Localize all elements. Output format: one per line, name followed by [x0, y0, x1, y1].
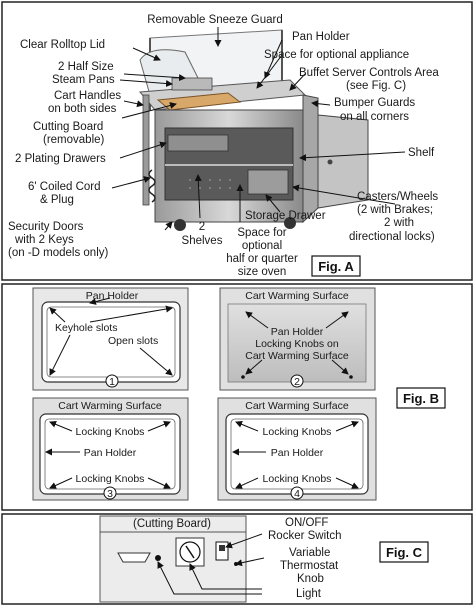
label-half-pans-2: Steam Pans [52, 74, 115, 86]
label-cord-2: & Plug [40, 194, 74, 206]
fig-c-thermo-1: Variable [289, 547, 330, 559]
label-pan-holder: Pan Holder [292, 31, 350, 43]
label-half-pans-1: 2 Half Size [58, 61, 114, 73]
panel-4-title: Cart Warming Surface [245, 400, 349, 412]
fig-c-thermo-3: Knob [297, 573, 324, 585]
label-shelf: Shelf [408, 147, 435, 159]
label-cart-handles-2: on both sides [48, 103, 117, 115]
fig-c-thermo-2: Thermostat [280, 560, 339, 572]
panel-2: Cart Warming Surface Pan Holder Locking … [219, 287, 376, 391]
plating-drawers [167, 134, 229, 152]
panel-1: Pan Holder Keyhole slots Open slots 1 [32, 287, 189, 391]
fig-c: (Cutting Board) ON/OFF Rocker Switch Var… [1, 513, 473, 605]
panel-4-number: 4 [294, 488, 300, 500]
label-oven-2: optional [242, 240, 282, 252]
fig-b: Pan Holder Keyhole slots Open slots 1 Ca… [1, 283, 473, 511]
label-buffet-controls-2: (see Fig. C) [346, 80, 406, 92]
label-bumper-2: on all corners [340, 111, 409, 123]
fig-b-tag: Fig. B [403, 391, 439, 406]
coiled-cord [148, 169, 156, 203]
label-cord-1: 6' Coiled Cord [28, 181, 101, 193]
label-cutting-board-2: (removable) [43, 134, 105, 146]
panel-1-number-circle [105, 374, 119, 388]
label-storage-drawer: Storage Drawer [245, 210, 326, 222]
caster-wheel [284, 217, 296, 229]
fig-a-tag-box [311, 255, 361, 277]
panel-4: Cart Warming Surface Locking Knobs Pan H… [217, 397, 377, 501]
fig-c-tag-box [379, 541, 429, 563]
label-space-appliance: Space for optional appliance [264, 49, 409, 61]
label-bumper-1: Bumper Guards [334, 97, 415, 109]
label-casters-1: Casters/Wheels [357, 191, 438, 203]
label-shelves-2: Shelves [182, 235, 223, 247]
label-oven-3: half or quarter [226, 253, 298, 265]
label-casters-2: (2 with Brakes; [357, 204, 433, 216]
fig-c-light: Light [296, 588, 322, 600]
label-buffet-controls-1: Buffet Server Controls Area [299, 67, 439, 79]
label-security-1: Security Doors [8, 221, 84, 233]
label-security-3: (on -D models only) [8, 247, 109, 259]
panel-4-pan-holder: Pan Holder [271, 447, 324, 459]
panel-3-title: Cart Warming Surface [58, 400, 162, 412]
panel-2-line2: Locking Knobs on [255, 338, 339, 350]
fig-c-tag: Fig. C [386, 545, 423, 560]
panel-2-title: Cart Warming Surface [245, 290, 349, 302]
label-casters-3: 2 with [384, 217, 414, 229]
panel-3-number: 3 [107, 488, 113, 500]
panel-3-knobs-bottom: Locking Knobs [76, 473, 145, 485]
panel-1-pan-holder: Pan Holder [86, 290, 139, 302]
label-sneeze-guard: Removable Sneeze Guard [147, 14, 283, 26]
panel-3-number-circle [103, 486, 117, 500]
storage-drawer [247, 169, 289, 195]
panel-3: Cart Warming Surface Locking Knobs Pan H… [32, 397, 189, 501]
fig-a: Removable Sneeze Guard Clear Rolltop Lid… [1, 1, 473, 281]
label-shelves-1: 2 [199, 221, 205, 233]
fig-a-tag: Fig. A [318, 259, 354, 274]
panel-1-number: 1 [109, 376, 115, 388]
panel-2-line1: Pan Holder [271, 326, 324, 338]
label-oven-1: Space for [237, 227, 286, 239]
label-oven-4: size oven [238, 266, 287, 278]
label-cutting-board-1: Cutting Board [33, 121, 103, 133]
fig-c-cutting-board: (Cutting Board) [133, 518, 211, 530]
label-security-2: with 2 Keys [14, 234, 74, 246]
label-casters-4: directional locks) [349, 231, 435, 243]
label-rolltop-lid: Clear Rolltop Lid [20, 39, 105, 51]
steam-pans [171, 77, 213, 91]
panel-4-knobs-top: Locking Knobs [263, 426, 332, 438]
panel-3-pan-holder: Pan Holder [84, 447, 137, 459]
panel-1-open: Open slots [108, 335, 158, 347]
light-indicator [155, 555, 161, 561]
panel-2-number-circle [290, 374, 304, 388]
fig-c-switch-1: ON/OFF [285, 517, 328, 529]
light-housing [117, 552, 151, 563]
caster-wheel [174, 219, 186, 231]
panel-4-knobs-bottom: Locking Knobs [263, 473, 332, 485]
panel-2-line3: Cart Warming Surface [245, 350, 349, 362]
fig-c-switch-2: Rocker Switch [268, 530, 342, 542]
fig-a-leaders [111, 27, 406, 231]
fig-b-tag-box [396, 387, 446, 409]
label-cart-handles-1: Cart Handles [54, 90, 121, 102]
panel-4-number-circle [290, 486, 304, 500]
panel-2-number: 2 [294, 376, 300, 388]
panel-1-keyhole: Keyhole slots [55, 322, 117, 334]
panel-3-knobs-top: Locking Knobs [76, 426, 145, 438]
label-plating-drawers: 2 Plating Drawers [15, 153, 106, 165]
